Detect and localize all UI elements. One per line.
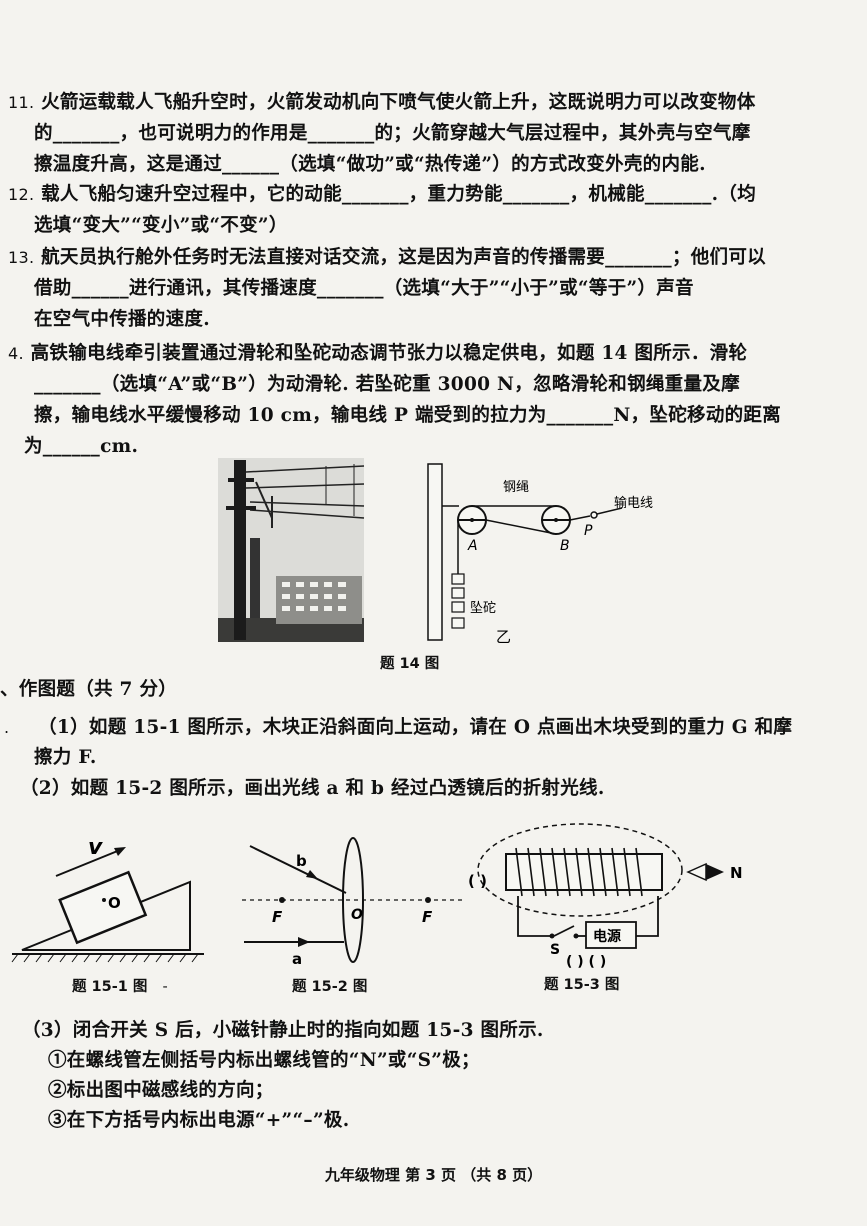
figure-15-3-caption: 题 15-3 图 (544, 977, 620, 993)
focus-right (425, 897, 431, 903)
figure-15-1-caption: 题 15-1 图 - (72, 979, 168, 995)
question-13-line-3: 在空气中传播的速度. (34, 309, 210, 330)
figure-14-diagram: 钢绳 输电线 A B P 坠砣 乙 (427, 463, 653, 644)
question-15-part-3-item-1: ①在螺线管左侧括号内标出螺线管的“N”或“S”极； (48, 1050, 480, 1071)
point-o-label: O (108, 894, 121, 912)
question-number: 4. (8, 344, 24, 363)
figure-15-3: ( ) 电源 S ( ) ( ) N (468, 823, 743, 970)
wooden-block (58, 870, 148, 945)
solenoid-coils (515, 847, 643, 897)
power-source (585, 921, 637, 949)
question-14-line-2: _______（选填“A”或“B”）为动滑轮. 若坠砣重 3000 N，忽略滑轮… (34, 374, 740, 395)
svg-text:S: S (550, 942, 560, 958)
question-12-line-2: 选填“变大”“变小”或“不变”） (34, 215, 288, 236)
figure-15-1: O v (11, 835, 204, 963)
question-11-line-1: 11. 火箭运载载人飞船升空时，火箭发动机向下喷气使火箭上升，这既说明力可以改变… (8, 92, 756, 113)
source-polarity-parens: ( ) ( ) (566, 954, 606, 970)
pulley-b-label: B (560, 538, 570, 554)
svg-text:电源: 电源 (593, 928, 621, 945)
pulley-a-label: A (467, 538, 478, 554)
wire-label: 输电线 (614, 495, 653, 511)
question-number: 12. (8, 185, 35, 204)
svg-text:O: O (351, 907, 363, 923)
figure-14-caption: 题 14 图 (380, 656, 440, 672)
question-14-line-1: 4. 高铁输电线牵引装置通过滑轮和坠砣动态调节张力以稳定供电，如题 14 图所示… (8, 343, 748, 364)
page-footer: 九年级物理 第 3 页 （共 8 页） (324, 1166, 543, 1184)
svg-text:b: b (296, 852, 307, 870)
ray-b (249, 845, 347, 894)
focus-left (279, 897, 285, 903)
question-13-line-1: 13. 航天员执行舱外任务时无法直接对话交流，这是因为声音的传播需要______… (8, 247, 766, 268)
question-15-part-3: （3）闭合开关 S 后，小磁针静止时的指向如题 15-3 图所示. (22, 1020, 544, 1041)
svg-text:F: F (272, 908, 283, 926)
figure-15-2-caption: 题 15-2 图 (292, 979, 368, 995)
switch-s (553, 925, 575, 937)
question-12-line-1: 12. 载人飞船匀速升空过程中，它的动能_______，重力势能_______，… (8, 184, 757, 205)
svg-text:a: a (292, 950, 302, 968)
figure-15-2: F F O b a (242, 837, 464, 968)
figure-14-photo (218, 458, 365, 642)
compass-needle (686, 862, 707, 882)
question-13-line-2: 借助______进行通讯，其传播速度_______（选填“大于”“小于”或“等于… (34, 278, 694, 299)
question-14-line-3: 擦，输电线水平缓慢移动 10 cm，输电线 P 端受到的拉力为_______N，… (34, 405, 782, 426)
question-15-part-3-item-3: ③在下方括号内标出电源“+”“–”极. (48, 1110, 350, 1131)
magnetic-field-line (477, 823, 683, 917)
question-15-part-3-item-2: ②标出图中磁感线的方向； (48, 1080, 274, 1101)
question-15-part-1-line-1: . （1）如题 15-1 图所示，木块正沿斜面向上运动，请在 O 点画出木块受到… (4, 717, 793, 738)
velocity-label: v (88, 835, 103, 860)
figure-14: 钢绳 输电线 A B P 坠砣 乙 (218, 458, 653, 644)
question-11-line-2: 的_______，也可说明力的作用是_______的；火箭穿越大气层过程中，其外… (34, 123, 751, 144)
question-14-line-4: 为______cm. (24, 436, 139, 457)
svg-text:N: N (730, 864, 743, 882)
convex-lens (342, 837, 364, 963)
left-pole-paren: ( ) (468, 872, 487, 890)
sub-figure-label: 乙 (496, 628, 511, 644)
question-15-part-1-line-2: 擦力 F. (34, 747, 97, 768)
question-11-line-3: 擦温度升高，这是通过______（选填“做功”或“热传递”）的方式改变外壳的内能… (34, 154, 706, 175)
question-15-part-2: （2）如题 15-2 图所示，画出光线 a 和 b 经过凸透镜后的折射光线. (20, 778, 605, 799)
weight-label: 坠砣 (470, 600, 496, 616)
question-number: 11. (8, 93, 35, 112)
point-p-label: P (584, 523, 593, 539)
section-title: 、作图题（共 7 分） (0, 679, 178, 700)
question-number: 13. (8, 248, 35, 267)
svg-text:F: F (422, 908, 433, 926)
rope-label: 钢绳 (503, 480, 529, 495)
question-number: . (4, 718, 10, 737)
